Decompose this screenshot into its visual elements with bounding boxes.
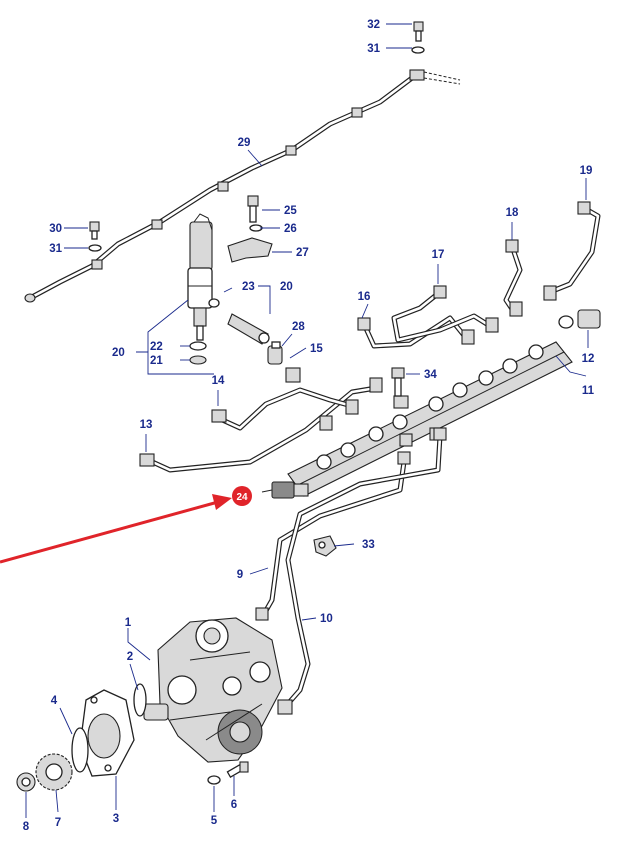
callout-30: 30: [49, 223, 62, 235]
washer-5: [207, 775, 221, 785]
callout-21: 21: [150, 355, 163, 367]
drive-gear: [35, 753, 73, 791]
callout-14: 14: [212, 375, 225, 387]
callout-5: 5: [211, 815, 218, 827]
pressure-relief-valve: [558, 309, 601, 329]
callout-22: 22: [150, 341, 163, 353]
callout-10: 10: [320, 613, 333, 625]
callout-11: 11: [582, 385, 595, 397]
seal-21: [189, 355, 207, 365]
o-ring-2: [133, 683, 147, 717]
callout-1: 1: [125, 617, 132, 629]
o-ring-23: [208, 298, 220, 308]
callout-12: 12: [582, 353, 595, 365]
callout-7: 7: [55, 817, 61, 829]
callout-15: 15: [310, 343, 323, 355]
callout-6: 6: [231, 799, 237, 811]
rail-pressure-sensor: [261, 481, 309, 499]
callout-29: 29: [238, 137, 251, 149]
callout-20-right: 20: [280, 281, 293, 293]
callout-16: 16: [358, 291, 371, 303]
bracket-33: [313, 535, 337, 557]
gear-nut: [16, 772, 36, 792]
banjo-bolt-top: [411, 21, 425, 54]
injector: [187, 213, 213, 341]
callout-23: 23: [242, 281, 255, 293]
callout-26: 26: [284, 223, 297, 235]
bolt-34: [391, 367, 405, 397]
clamp-parts: [227, 195, 273, 263]
callout-34: 34: [424, 369, 437, 381]
high-pressure-pipes: [255, 427, 447, 715]
mounting-flange: [79, 689, 135, 777]
callout-28: 28: [292, 321, 305, 333]
leader-lines: [25, 23, 589, 818]
high-pressure-pump: [143, 617, 283, 763]
callout-3: 3: [113, 813, 119, 825]
callout-31-top: 31: [367, 43, 380, 55]
callout-18: 18: [506, 207, 519, 219]
injector-lines: [139, 201, 601, 473]
callout-19: 19: [580, 165, 593, 177]
banjo-bolt-left: [88, 221, 102, 252]
callout-24: 24: [236, 492, 248, 503]
nut-28: [267, 341, 283, 365]
callout-32: 32: [367, 19, 380, 31]
highlight-marker: [232, 486, 252, 506]
bolt-6: [226, 761, 249, 778]
callout-20-left: 20: [112, 347, 125, 359]
callout-13: 13: [140, 419, 153, 431]
callout-27: 27: [296, 247, 309, 259]
callout-2: 2: [127, 651, 133, 663]
callout-labels: 32 31 29 30 31 25 26 27 23 20 20 22 21 2…: [23, 19, 595, 833]
callout-25: 25: [284, 205, 297, 217]
pressure-connector: [227, 313, 270, 345]
callout-33: 33: [362, 539, 375, 551]
callout-8: 8: [23, 821, 30, 833]
highlight-arrow: 24: [0, 486, 252, 564]
callout-17: 17: [432, 249, 445, 261]
callout-4: 4: [51, 695, 58, 707]
seal-4: [71, 727, 89, 773]
leak-off-line: [24, 69, 461, 303]
callout-9: 9: [237, 569, 243, 581]
o-ring-22: [189, 341, 207, 351]
callout-31-left: 31: [49, 243, 62, 255]
